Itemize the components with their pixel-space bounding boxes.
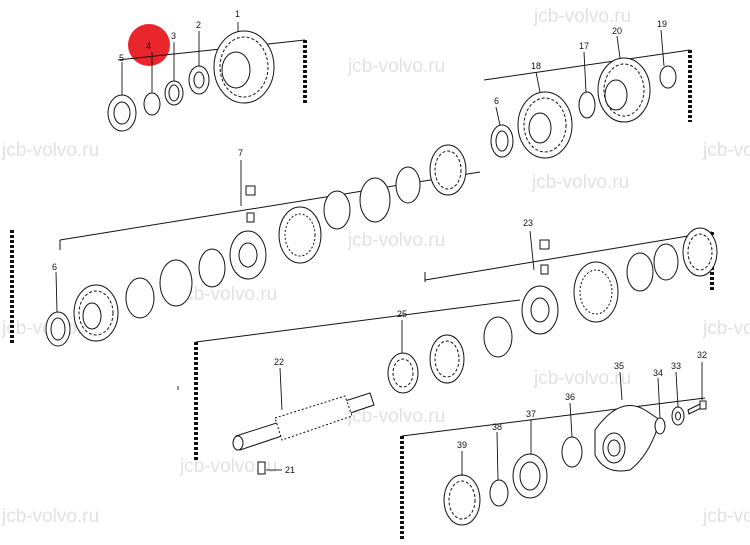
callout-17: 17 xyxy=(579,41,589,51)
sleeve-23[interactable] xyxy=(573,261,619,323)
ring-mid-9[interactable] xyxy=(395,166,421,204)
seal-part-36[interactable] xyxy=(561,436,583,468)
group-part-7: 7 6 xyxy=(10,144,481,347)
hub-mid-5[interactable] xyxy=(229,185,267,280)
ring-mid-4[interactable] xyxy=(198,248,226,288)
callout-19: 19 xyxy=(657,19,667,29)
ring-part-38[interactable] xyxy=(489,479,509,507)
gear-23[interactable] xyxy=(682,227,718,277)
watermark-14: jcb-volvo.ru xyxy=(702,506,750,527)
ring-22-b[interactable] xyxy=(483,316,513,358)
gear-part-1[interactable] xyxy=(213,30,275,104)
gear-mid-1[interactable] xyxy=(73,284,119,342)
washer-part-2[interactable] xyxy=(188,65,210,95)
watermark-10: jcb-volvo.ru xyxy=(533,368,631,389)
watermark-12: jcb-volvo.ru xyxy=(179,456,277,477)
watermark-6: jcb-volvo.ru xyxy=(347,230,445,251)
bearing-part-6-mid[interactable] xyxy=(45,311,71,347)
flange-part-35[interactable] xyxy=(594,405,661,472)
gear-part-18[interactable] xyxy=(517,91,573,159)
gear-part-25[interactable] xyxy=(387,352,419,394)
group-upper-right: 6 18 17 20 19 xyxy=(483,19,692,159)
circlip-part-17[interactable] xyxy=(578,91,596,119)
watermark-9: jcb-volvo.ru xyxy=(702,318,750,339)
callout-23: 23 xyxy=(523,218,533,228)
callout-2: 2 xyxy=(196,20,201,30)
gear-part-39[interactable] xyxy=(443,474,481,526)
group-input-parts: 1 2 3 4 5 xyxy=(107,9,307,132)
watermark-5: jcb-volvo.ru xyxy=(702,140,750,161)
watermark-1: jcb-volvo.ru xyxy=(533,6,631,27)
callout-34: 34 xyxy=(653,368,663,378)
ring-23-a[interactable] xyxy=(626,252,654,292)
callout-36: 36 xyxy=(565,392,575,402)
bearing-part-37[interactable] xyxy=(512,453,548,499)
ring-mid-7[interactable] xyxy=(323,190,351,230)
ring-part-19[interactable] xyxy=(659,65,677,89)
callout-25: 25 xyxy=(397,309,407,319)
ring-23-b[interactable] xyxy=(653,243,679,281)
seal-part-34[interactable] xyxy=(654,417,666,435)
callout-33: 33 xyxy=(671,361,681,371)
callout-3: 3 xyxy=(171,31,176,41)
callout-32: 32 xyxy=(697,350,707,360)
watermark-13: jcb-volvo.ru xyxy=(1,506,99,527)
callout-18: 18 xyxy=(531,61,541,71)
callout-4[interactable]: 4 xyxy=(146,41,151,51)
circlip-part-4[interactable] xyxy=(143,92,161,116)
synchro-ring-mid-8[interactable] xyxy=(359,177,391,223)
callout-37: 37 xyxy=(526,409,536,419)
bearing-part-5[interactable] xyxy=(107,94,137,132)
gear-mid-10[interactable] xyxy=(429,144,467,196)
group-output-parts: 39 38 37 36 35 34 33 xyxy=(400,350,707,540)
callout-5: 5 xyxy=(119,53,124,63)
ring-mid-2[interactable] xyxy=(125,277,155,319)
watermark-3: jcb-volvo.ru xyxy=(1,140,99,161)
callout-21: 21 xyxy=(285,465,295,475)
synchro-ring-mid-3[interactable] xyxy=(159,259,193,307)
watermarks: jcb-volvo.ru jcb-volvo.ru jcb-volvo.ru j… xyxy=(1,6,750,527)
washer-part-33[interactable] xyxy=(671,406,685,426)
group-part-23: 23 xyxy=(424,218,718,335)
shaft-part-22[interactable] xyxy=(232,392,375,451)
bolt-part-32[interactable] xyxy=(687,400,707,415)
callout-6-mid: 6 xyxy=(52,262,57,272)
callout-35: 35 xyxy=(614,361,624,371)
ring-part-3[interactable] xyxy=(164,80,184,106)
callout-1: 1 xyxy=(235,9,240,19)
sleeve-mid-6[interactable] xyxy=(278,206,322,264)
gear-part-20[interactable] xyxy=(597,57,651,123)
callout-38: 38 xyxy=(492,422,502,432)
bearing-part-6-top[interactable] xyxy=(490,124,514,158)
callout-20: 20 xyxy=(612,26,622,36)
hub-23[interactable] xyxy=(521,239,559,335)
gear-22-a[interactable] xyxy=(429,334,465,384)
callout-39: 39 xyxy=(457,440,467,450)
group-part-22: 25 22 21 xyxy=(194,299,521,475)
watermark-4: jcb-volvo.ru xyxy=(531,172,629,193)
watermark-7: jcb-volvo.ru xyxy=(179,284,277,305)
pin-part-21[interactable] xyxy=(257,461,266,475)
watermark-11: jcb-volvo.ru xyxy=(347,406,445,427)
callout-6-top: 6 xyxy=(494,96,499,106)
watermark-2: jcb-volvo.ru xyxy=(347,56,445,77)
callout-22: 22 xyxy=(274,357,284,367)
callout-7: 7 xyxy=(238,148,243,158)
